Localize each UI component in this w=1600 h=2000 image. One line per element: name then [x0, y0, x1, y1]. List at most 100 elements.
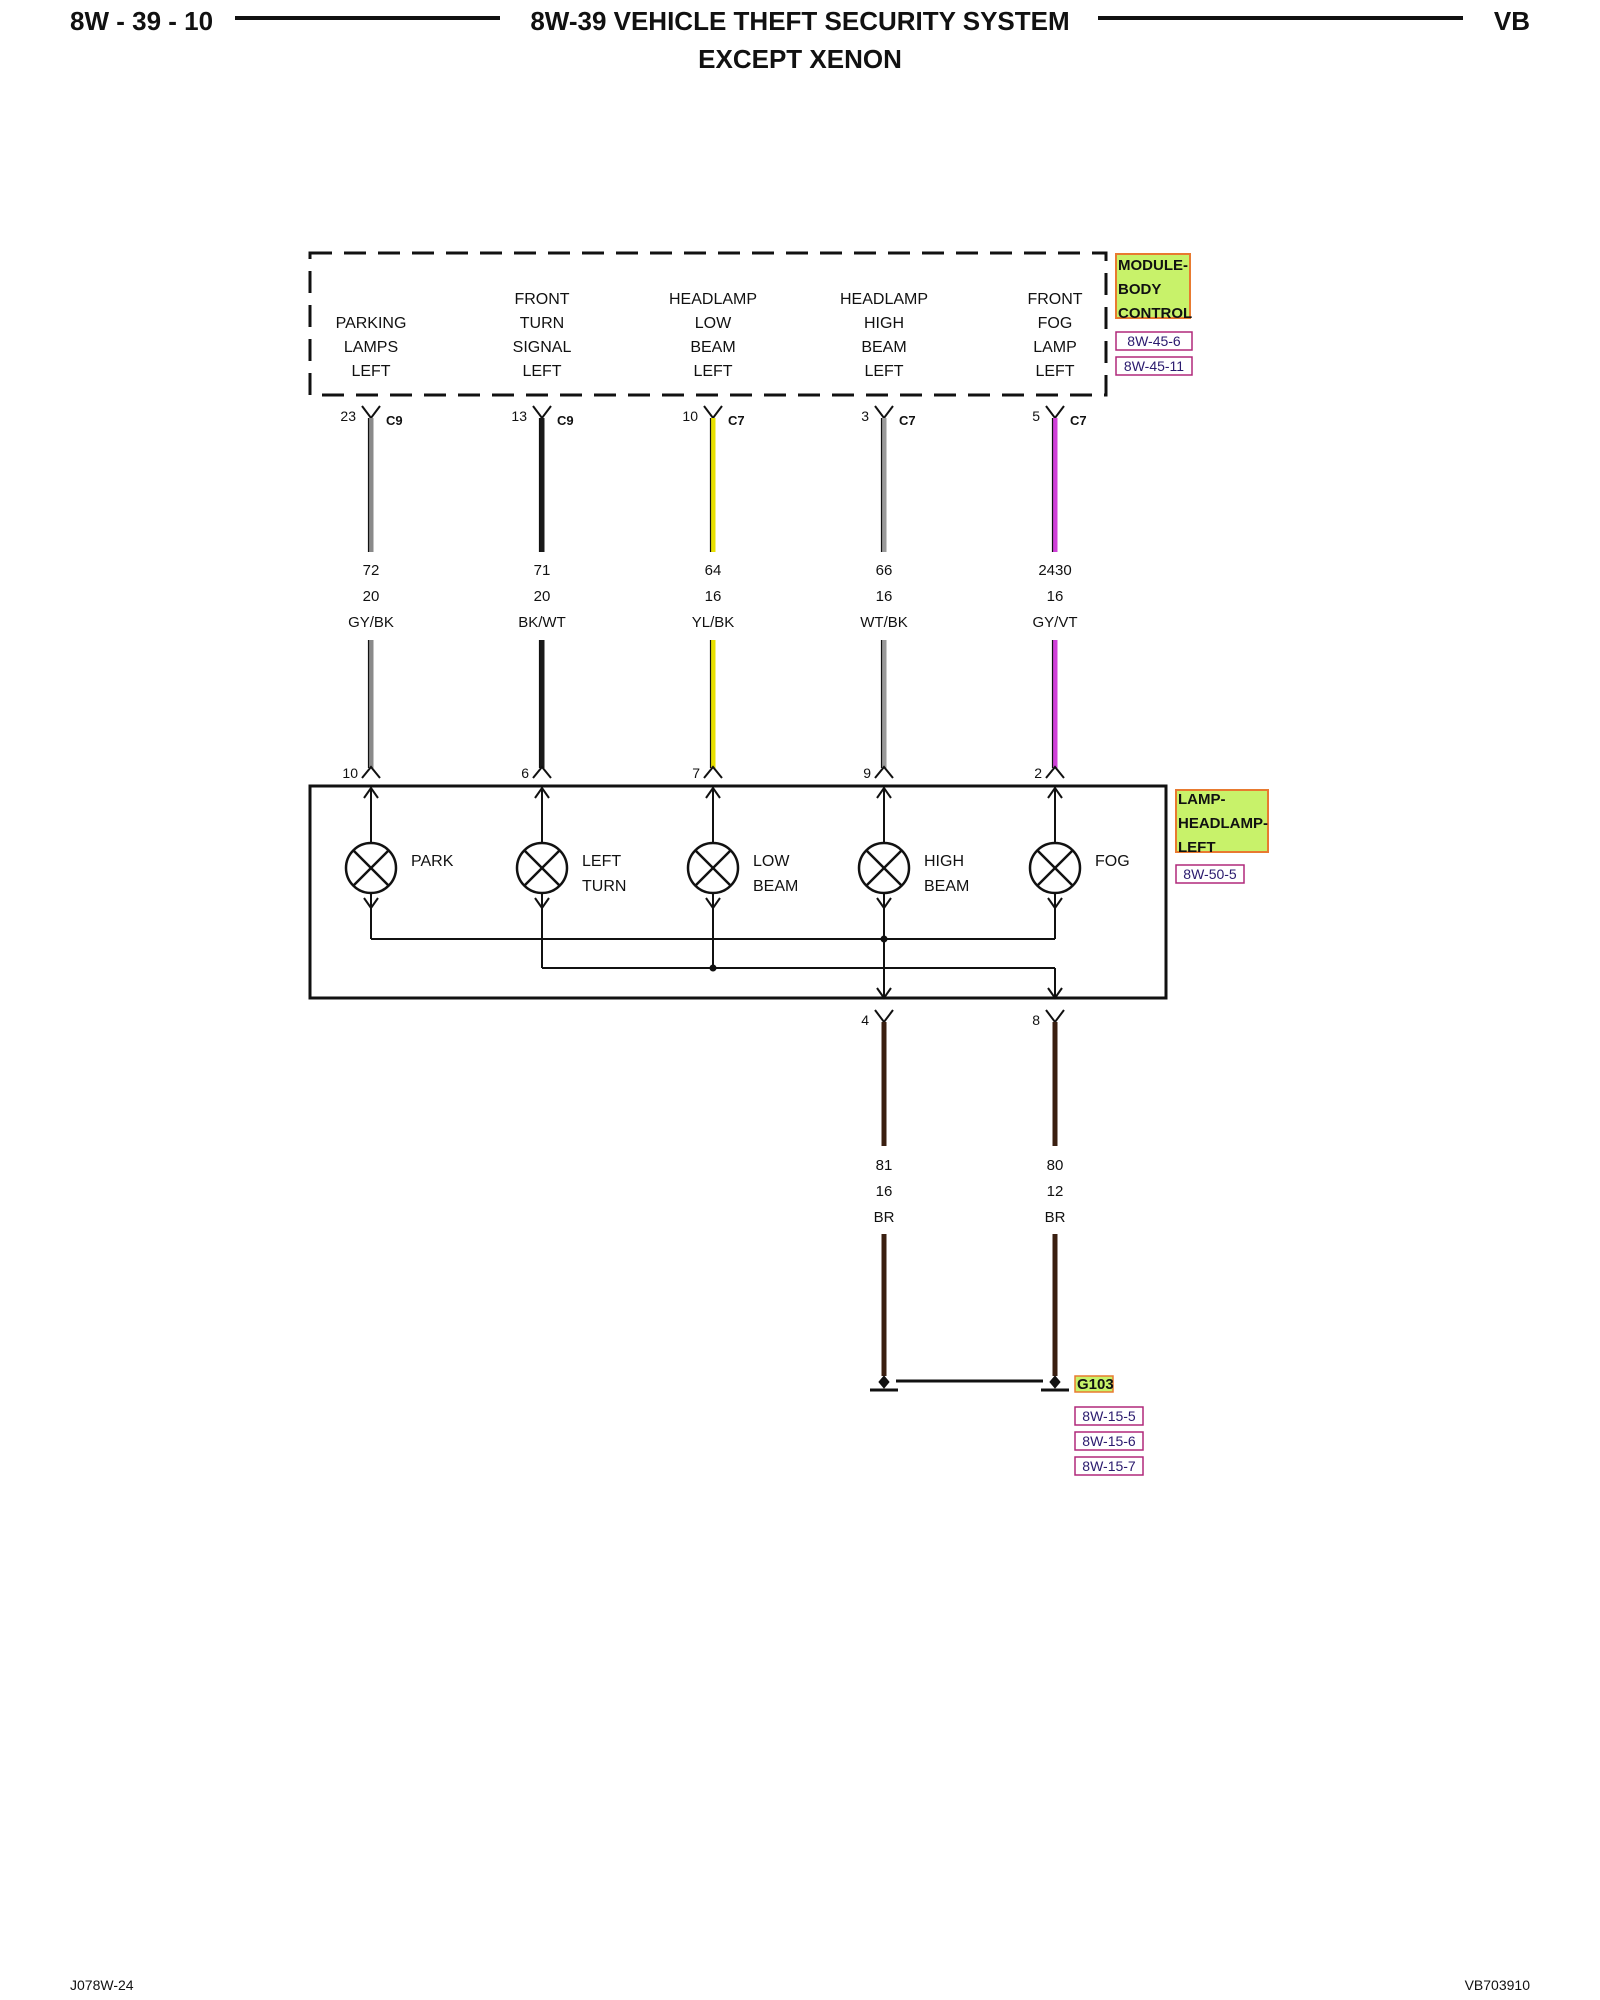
module-output-label: LEFT: [1035, 363, 1074, 380]
lamp-connector-terminal: [361, 765, 381, 779]
module-output-label: SIGNAL: [513, 339, 572, 356]
page-subtitle: EXCEPT XENON: [698, 44, 902, 74]
wire-color-code: GY/VT: [1032, 614, 1077, 631]
module-pin-number: 10: [682, 408, 698, 424]
ground-diamond: [1049, 1375, 1061, 1389]
bulb-feed-arrow: [534, 786, 550, 799]
ground-wire-circuit: 80: [1047, 1157, 1064, 1174]
module-output-label: LEFT: [864, 363, 903, 380]
module-pin-number: 5: [1032, 408, 1040, 424]
module-connector-id: C7: [728, 413, 745, 428]
wire-gauge: 20: [534, 588, 551, 605]
lamp-pin-number: 9: [863, 765, 871, 781]
lamp-reference-box[interactable]: [1175, 864, 1245, 884]
module-connector-terminal: [874, 405, 894, 420]
module-connector-id: C7: [1070, 413, 1087, 428]
component-label-background: [1175, 789, 1269, 853]
wire-circuit-number: 2430: [1038, 562, 1071, 579]
ground-reference-box[interactable]: [1074, 1456, 1144, 1476]
wire-gauge: 16: [876, 588, 893, 605]
lamp-ground-pin-number: 8: [1032, 1012, 1040, 1028]
lamp-ground-pin-number: 4: [861, 1012, 869, 1028]
ground-label-background: [1074, 1375, 1114, 1393]
ground-reference-link: 8W-15-7: [1082, 1458, 1136, 1474]
wire-circuit-number: 64: [705, 562, 722, 579]
footer-right-code: VB703910: [1465, 1977, 1531, 1993]
bulb-filament: [353, 850, 389, 886]
bulb-label: LOW: [753, 853, 790, 870]
module-output-label: BEAM: [861, 339, 906, 356]
ground-reference-box[interactable]: [1074, 1431, 1144, 1451]
bulb-label: LEFT: [582, 853, 621, 870]
module-output-label: LEFT: [522, 363, 561, 380]
bulb-filament: [695, 850, 731, 886]
module-output-label: LEFT: [693, 363, 732, 380]
module-output-label: LEFT: [351, 363, 390, 380]
bulb-label: HIGH: [924, 853, 964, 870]
wire-color-code: GY/BK: [348, 614, 394, 631]
bulb-label: PARK: [411, 853, 454, 870]
page-id: 8W - 39 - 10: [70, 6, 213, 36]
ground-diamond: [878, 1375, 890, 1389]
wire-circuit-number: 66: [876, 562, 893, 579]
module-output-label: LAMP: [1033, 339, 1077, 356]
module-output-label: FRONT: [514, 291, 569, 308]
bulb-feed-arrow: [876, 786, 892, 799]
module-pin-number: 3: [861, 408, 869, 424]
ground-wire-circuit: 81: [876, 1157, 893, 1174]
module-pin-number: 23: [340, 408, 356, 424]
lamp-connector-terminal: [874, 765, 894, 779]
module-output-label: FOG: [1038, 315, 1073, 332]
module-reference-box[interactable]: [1115, 356, 1193, 376]
module-reference-box[interactable]: [1115, 331, 1193, 351]
ground-wire-gauge: 12: [1047, 1183, 1064, 1200]
module-output-label: TURN: [520, 315, 564, 332]
bulb-label: BEAM: [924, 878, 969, 895]
bulb-label: BEAM: [753, 878, 798, 895]
module-name-line: MODULE-: [1118, 257, 1188, 274]
bulb-label: TURN: [582, 878, 626, 895]
footer-left-code: J078W-24: [70, 1977, 134, 1993]
module-connector-terminal: [703, 405, 723, 420]
module-body-control-box: [308, 251, 1108, 397]
module-pin-number: 13: [511, 408, 527, 424]
module-connector-id: C7: [899, 413, 916, 428]
lamp-connector-terminal: [1045, 765, 1065, 779]
module-output-label: PARKING: [336, 315, 407, 332]
wire-color-code: BK/WT: [518, 614, 566, 631]
ground-arrow: [1047, 987, 1063, 1000]
bulb-feed-arrow: [1047, 786, 1063, 799]
component-label-background: [1115, 253, 1191, 319]
page-title: 8W-39 VEHICLE THEFT SECURITY SYSTEM: [530, 6, 1069, 36]
module-connector-id: C9: [386, 413, 403, 428]
ground-reference-link: 8W-15-6: [1082, 1433, 1136, 1449]
lamp-connector-terminal: [703, 765, 723, 779]
ground-reference-box[interactable]: [1074, 1406, 1144, 1426]
module-output-label: LOW: [695, 315, 732, 332]
lamp-pin-number: 10: [342, 765, 358, 781]
wire-circuit-number: 71: [534, 562, 551, 579]
module-output-label: HEADLAMP: [669, 291, 757, 308]
wire-color-code: WT/BK: [860, 614, 908, 631]
ground-wire-color: BR: [1045, 1209, 1066, 1226]
lamp-name-line: LAMP-: [1178, 791, 1226, 808]
wire-circuit-number: 72: [363, 562, 380, 579]
module-name-line: BODY: [1118, 281, 1161, 298]
lamp-reference-link: 8W-50-5: [1183, 866, 1237, 882]
bulb-feed-arrow: [705, 786, 721, 799]
ground-arrow: [876, 987, 892, 1000]
lamp-ground-terminal: [1045, 1009, 1065, 1024]
ground-reference-link: 8W-15-5: [1082, 1408, 1136, 1424]
bulb-filament: [866, 850, 902, 886]
module-connector-id: C9: [557, 413, 574, 428]
module-output-label: FRONT: [1027, 291, 1082, 308]
bulb-feed-arrow: [363, 786, 379, 799]
module-connector-terminal: [532, 405, 552, 420]
module-reference-link: 8W-45-6: [1127, 333, 1181, 349]
ground-name: G103: [1077, 1376, 1114, 1393]
wire-gauge: 16: [705, 588, 722, 605]
